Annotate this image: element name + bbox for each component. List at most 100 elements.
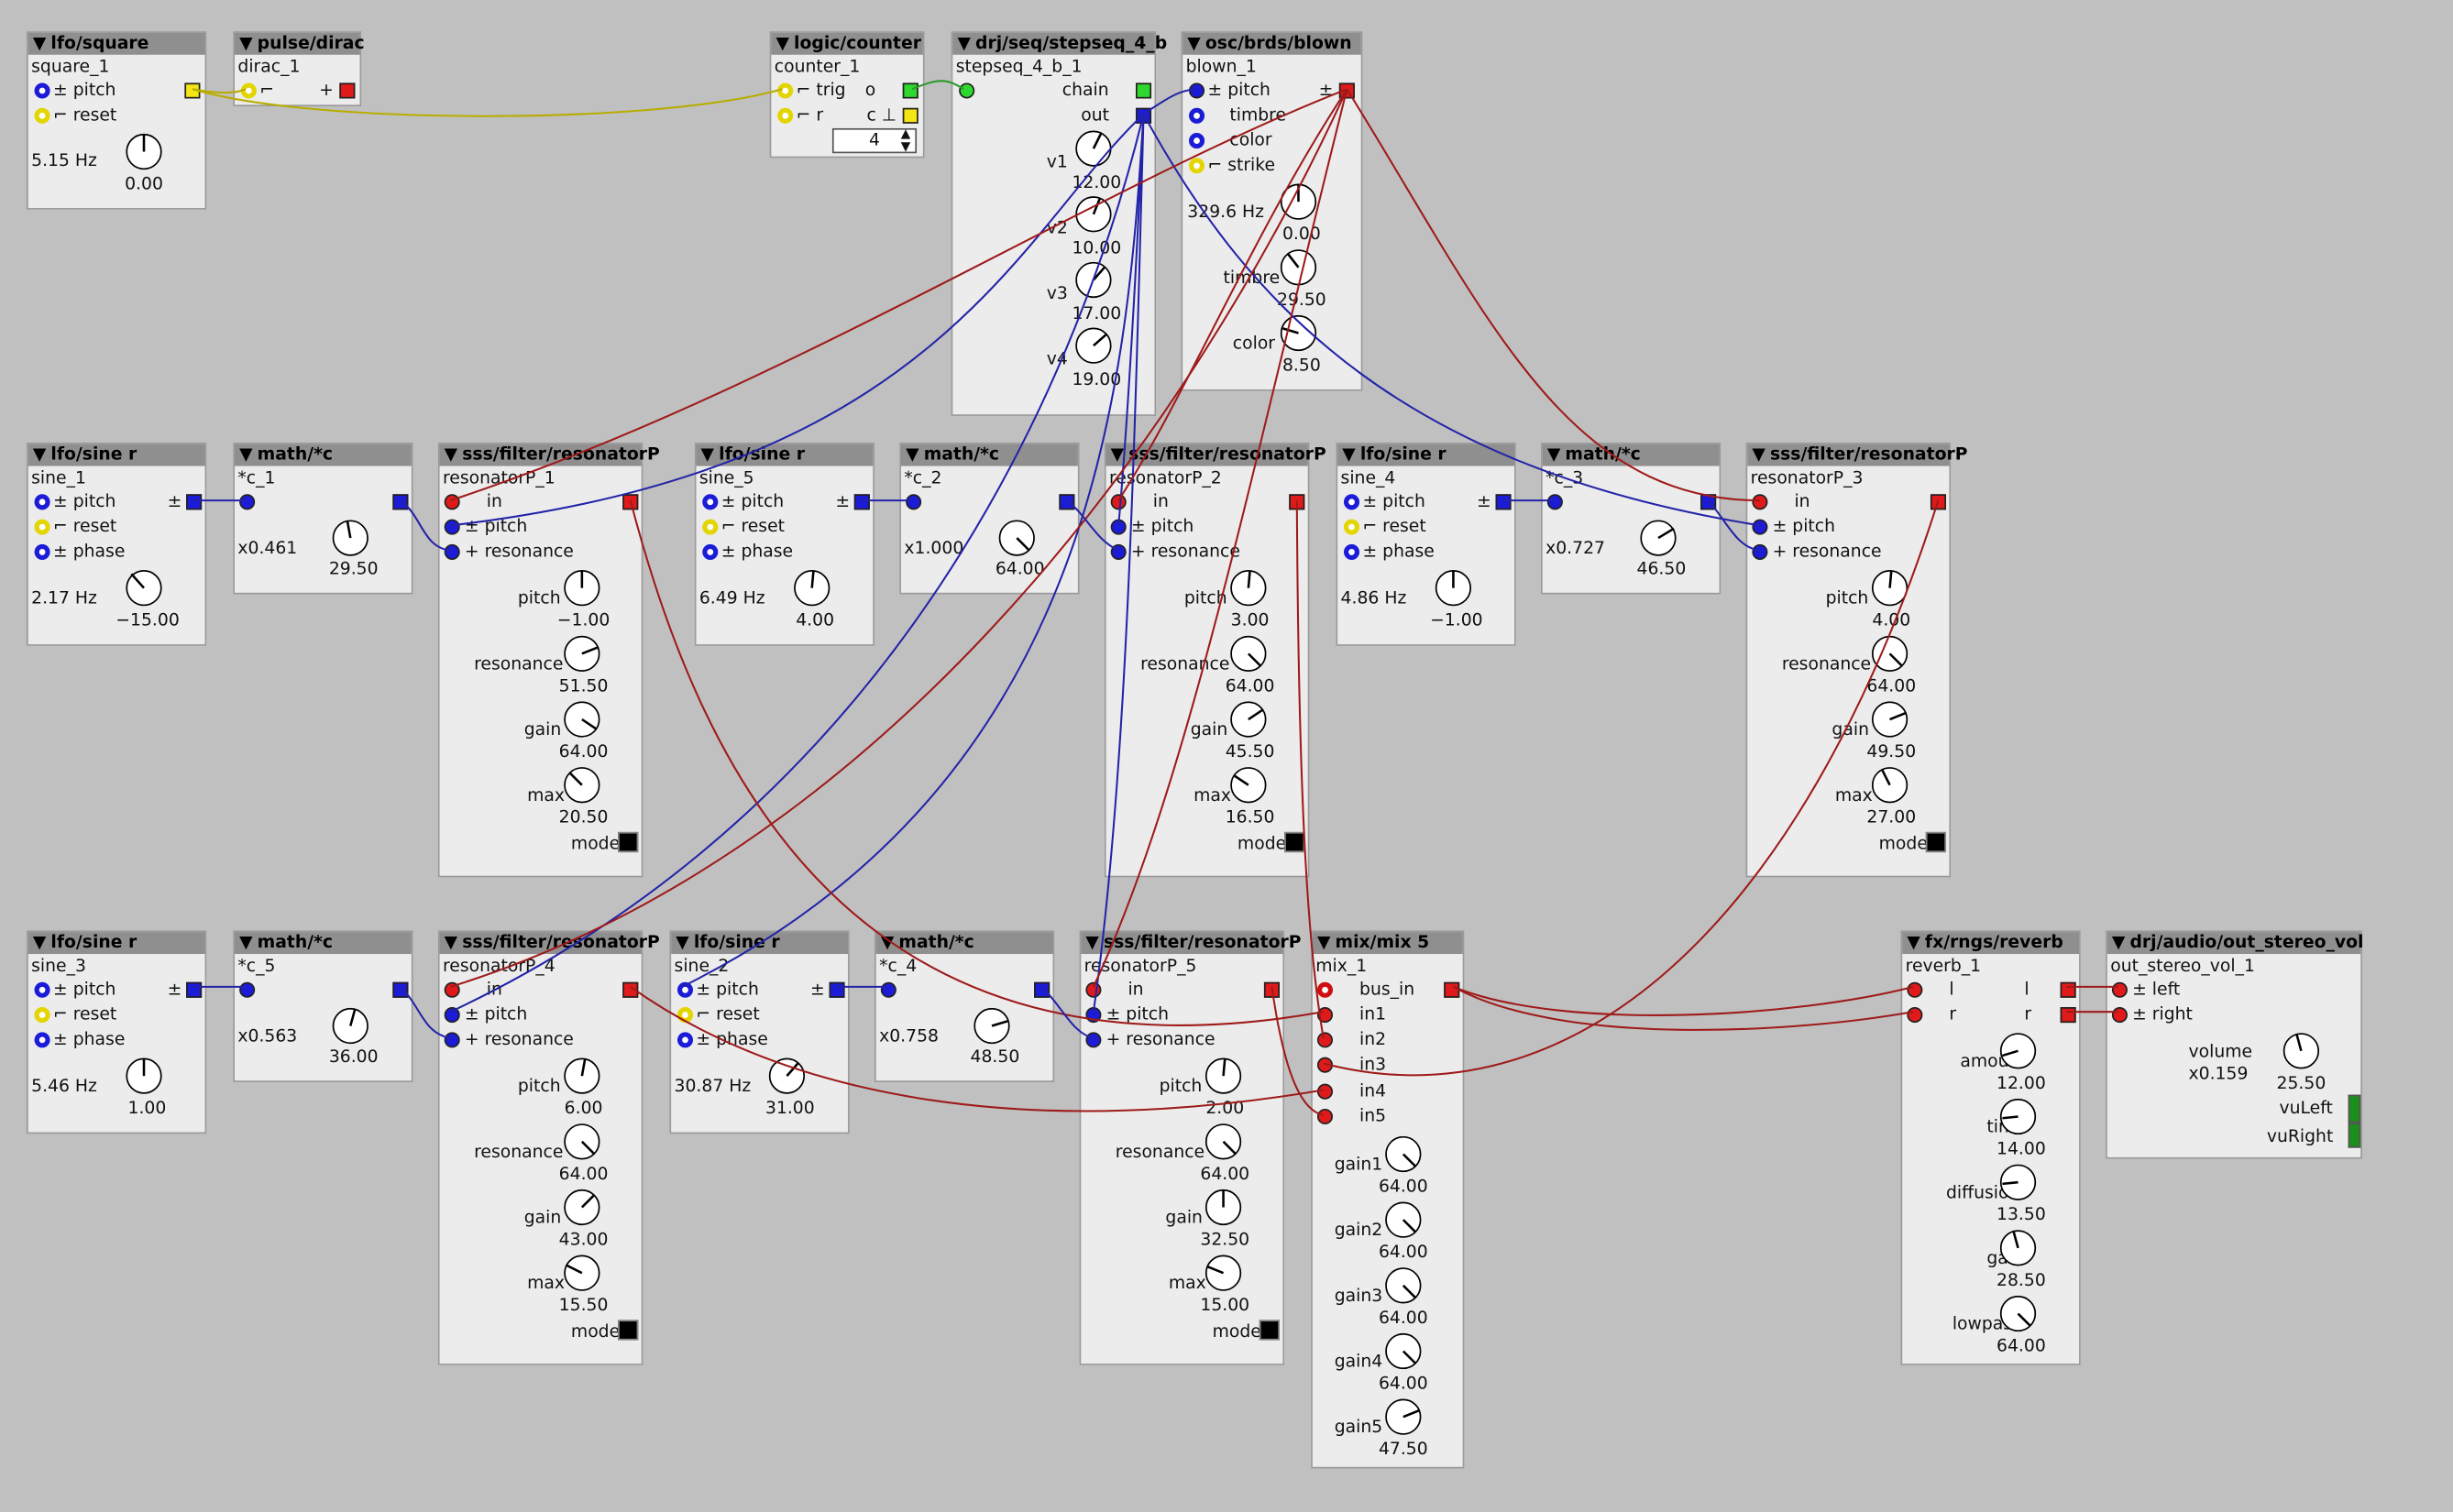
object-header[interactable]: ▼lfo/sine r [1337, 444, 1514, 466]
pitch-knob[interactable] [126, 569, 163, 607]
out-outlet[interactable] [1263, 981, 1280, 998]
out-outlet[interactable] [1034, 981, 1050, 998]
object-header[interactable]: ▼lfo/sine r [671, 932, 848, 955]
pitch-inlet[interactable] [444, 1007, 460, 1024]
pitch-inlet[interactable] [676, 981, 694, 998]
l-outlet[interactable] [2060, 981, 2076, 998]
object-header[interactable]: ▼lfo/square [28, 32, 205, 55]
collapse-triangle-icon[interactable]: ▼ [32, 32, 47, 54]
mode-toggle[interactable] [1925, 831, 1947, 853]
collapse-triangle-icon[interactable]: ▼ [676, 932, 689, 953]
reverb-object[interactable]: ▼fx/rngs/reverb reverb_1 l l r r amount … [1900, 930, 2081, 1365]
max-knob[interactable] [563, 766, 600, 804]
in-inlet[interactable] [1752, 494, 1768, 510]
multiplier-knob[interactable] [974, 1007, 1011, 1045]
gain3-knob[interactable] [1384, 1266, 1422, 1304]
wave-outlet[interactable] [184, 82, 201, 99]
color-knob[interactable] [1280, 314, 1317, 352]
gain-knob[interactable] [563, 1189, 600, 1226]
resonator-object[interactable]: ▼sss/filter/resonatorP resonatorP_3 in ±… [1745, 442, 1968, 878]
pitch-inlet[interactable] [34, 981, 50, 998]
left-inlet[interactable] [2111, 981, 2128, 998]
timbre-knob[interactable] [1280, 248, 1317, 286]
pitch-inlet[interactable] [1085, 1007, 1102, 1024]
color-inlet[interactable] [1189, 133, 1205, 149]
phase-inlet[interactable] [34, 1032, 50, 1048]
pitch-inlet[interactable] [1189, 82, 1205, 99]
collapse-triangle-icon[interactable]: ▼ [700, 444, 715, 465]
phase-inlet[interactable] [34, 543, 50, 560]
object-header[interactable]: ▼math/*c [901, 444, 1078, 466]
in-inlet[interactable] [1085, 981, 1102, 998]
lowpass-knob[interactable] [1999, 1295, 2037, 1332]
lfo-sine-object[interactable]: ▼lfo/sine r sine_1 ± pitch ± ⌐ reset ± p… [27, 442, 207, 646]
in-inlet[interactable] [444, 981, 460, 998]
object-header[interactable]: ▼sss/filter/resonatorP [1747, 444, 1968, 466]
lfo-sine-object[interactable]: ▼lfo/sine r sine_2 ± pitch ± ⌐ reset ± p… [669, 930, 850, 1134]
multiplier-knob[interactable] [332, 520, 369, 557]
v4-knob[interactable] [1074, 327, 1112, 365]
multiplier-knob[interactable] [332, 1007, 369, 1045]
object-header[interactable]: ▼sss/filter/resonatorP [1081, 932, 1301, 955]
l-inlet[interactable] [1907, 981, 1923, 998]
object-header[interactable]: ▼fx/rngs/reverb [1902, 932, 2080, 955]
collapse-triangle-icon[interactable]: ▼ [906, 444, 919, 465]
chain-outlet[interactable] [1135, 82, 1152, 99]
out-outlet[interactable] [1135, 107, 1152, 124]
in-inlet[interactable] [906, 494, 922, 510]
diffusion-knob[interactable] [1999, 1164, 2037, 1201]
phase-inlet[interactable] [676, 1032, 694, 1048]
object-header[interactable]: ▼lfo/sine r [28, 444, 205, 466]
max-knob[interactable] [563, 1255, 600, 1292]
in-inlet[interactable] [444, 494, 460, 510]
object-header[interactable]: ▼drj/audio/out_stereo_vol [2106, 932, 2363, 955]
in2-inlet[interactable] [1316, 1032, 1334, 1048]
phase-inlet[interactable] [1343, 543, 1360, 560]
math-multiply-object[interactable]: ▼math/*c *c_3 x0.727 46.50 [1541, 442, 1722, 595]
object-header[interactable]: ▼mix/mix 5 [1312, 932, 1463, 955]
object-header[interactable]: ▼sss/filter/resonatorP [1106, 444, 1326, 466]
v2-knob[interactable] [1074, 195, 1112, 233]
collapse-triangle-icon[interactable]: ▼ [880, 932, 895, 953]
wave-outlet[interactable] [1338, 82, 1355, 99]
stereo-output-object[interactable]: ▼drj/audio/out_stereo_vol out_stereo_vol… [2106, 930, 2363, 1159]
out-outlet[interactable] [622, 494, 639, 510]
pitch-knob[interactable] [1204, 1057, 1242, 1095]
lfo-sine-object[interactable]: ▼lfo/sine r sine_4 ± pitch ± ⌐ reset ± p… [1336, 442, 1516, 646]
reset-inlet[interactable] [34, 519, 50, 535]
lfo-sine-object[interactable]: ▼lfo/sine r sine_5 ± pitch ± ⌐ reset ± p… [694, 442, 874, 646]
collapse-triangle-icon[interactable]: ▼ [1316, 932, 1331, 953]
pitch-knob[interactable] [1280, 183, 1317, 221]
c-outlet[interactable] [902, 107, 918, 124]
collapse-triangle-icon[interactable]: ▼ [239, 32, 253, 54]
max-knob[interactable] [1204, 1255, 1242, 1292]
resonator-object[interactable]: ▼sss/filter/resonatorP resonatorP_1 in ±… [437, 442, 660, 878]
pitch-knob[interactable] [1871, 569, 1908, 607]
object-header[interactable]: ▼sss/filter/resonatorP [439, 932, 660, 955]
pitch-inlet[interactable] [34, 82, 50, 99]
resonance-knob[interactable] [1204, 1123, 1242, 1160]
gain-knob[interactable] [1871, 701, 1908, 739]
lfo-sine-object[interactable]: ▼lfo/sine r sine_3 ± pitch ± ⌐ reset ± p… [27, 930, 207, 1134]
mode-toggle[interactable] [1284, 831, 1305, 853]
timbre-inlet[interactable] [1189, 107, 1205, 124]
collapse-triangle-icon[interactable]: ▼ [957, 32, 971, 54]
in4-inlet[interactable] [1316, 1083, 1334, 1100]
trig-inlet[interactable] [777, 82, 794, 99]
math-multiply-object[interactable]: ▼math/*c *c_2 x1.000 64.00 [899, 442, 1080, 595]
resonance-knob[interactable] [1229, 635, 1267, 673]
wire-red[interactable] [1346, 88, 1760, 502]
time-knob[interactable] [1999, 1098, 2037, 1135]
trigger-inlet[interactable] [240, 82, 257, 99]
mode-toggle[interactable] [618, 831, 639, 853]
resonator-object[interactable]: ▼sss/filter/resonatorP resonatorP_5 in ±… [1079, 930, 1301, 1365]
collapse-triangle-icon[interactable]: ▼ [1187, 32, 1201, 54]
pitch-inlet[interactable] [702, 494, 719, 510]
wave-outlet[interactable] [829, 981, 845, 998]
collapse-triangle-icon[interactable]: ▼ [239, 932, 253, 953]
object-header[interactable]: ▼logic/counter [771, 32, 923, 55]
pulse-dirac-object[interactable]: ▼pulse/dirac dirac_1 ⌐ + [233, 31, 365, 107]
out-outlet[interactable] [1700, 494, 1717, 510]
multiplier-knob[interactable] [1640, 520, 1678, 557]
multiplier-knob[interactable] [998, 520, 1036, 557]
